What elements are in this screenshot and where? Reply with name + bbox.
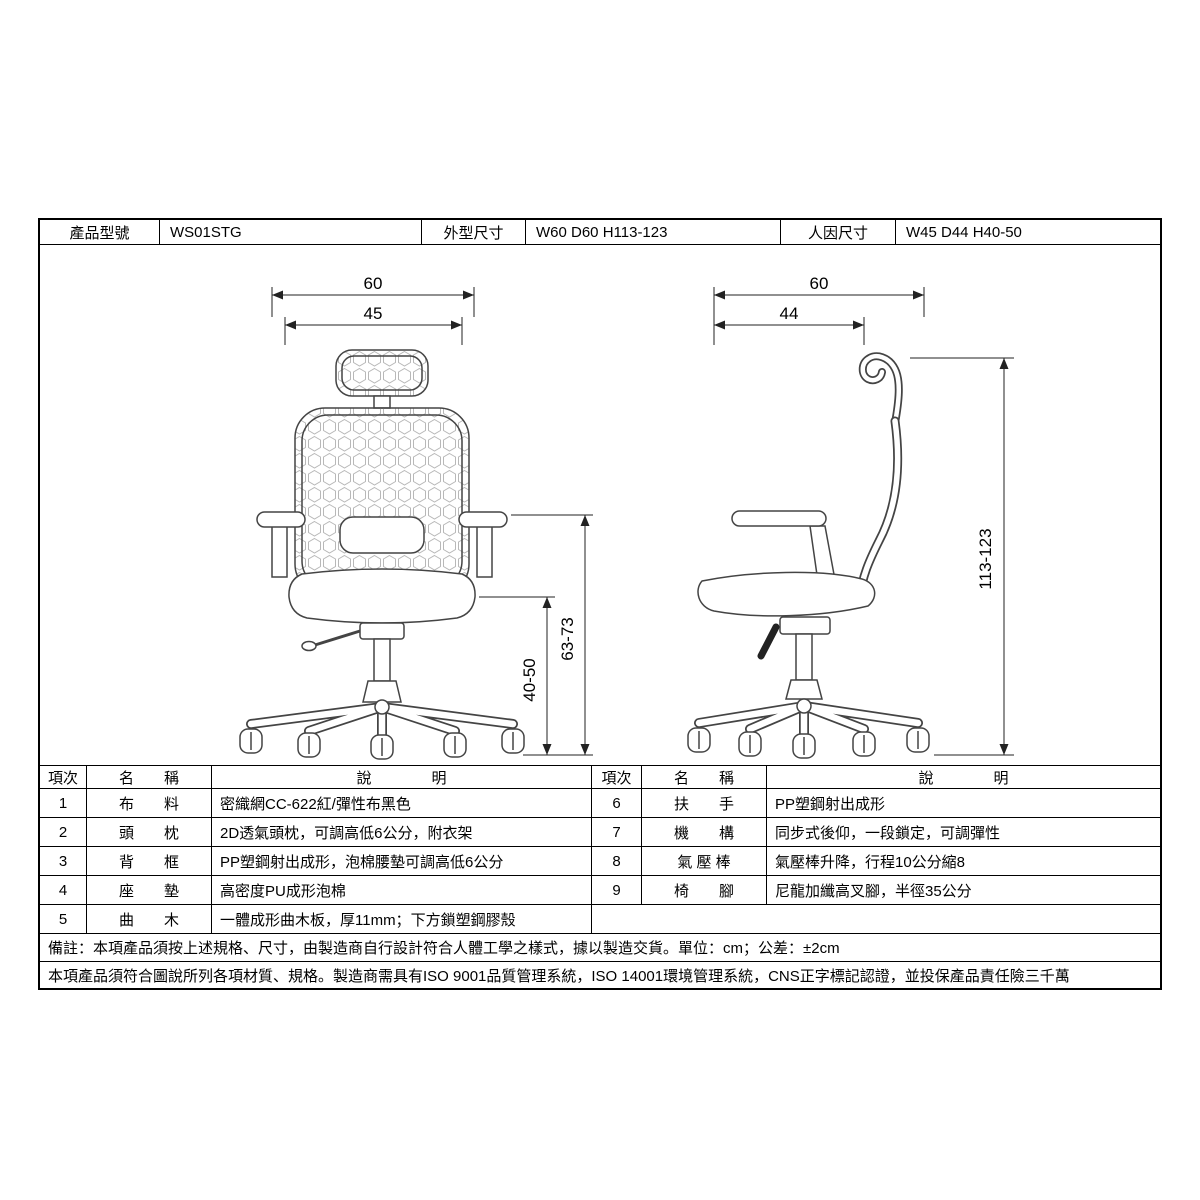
tilt-mechanism xyxy=(779,616,831,635)
col-header-desc-left: 說 明 xyxy=(212,766,592,789)
spec-row-name: 氣 壓 棒 xyxy=(642,847,767,876)
col-header-name-left: 名 稱 xyxy=(87,766,212,789)
drawing-area: 60 45 40-50 63-73 xyxy=(40,245,1160,766)
ergonomic-size-label: 人因尺寸 xyxy=(781,220,896,244)
spec-row-name: 椅 腳 xyxy=(642,876,767,905)
spec-row-name: 頭 枕 xyxy=(87,818,212,847)
spec-row-no: 1 xyxy=(40,789,87,818)
seat-cushion xyxy=(288,568,476,624)
dim-side-seat-depth: 44 xyxy=(780,304,799,323)
spec-row-name: 背 框 xyxy=(87,847,212,876)
spec-table: 項次 名 稱 說 明 項次 名 稱 說 明 1 布 料 密織網CC-622紅/彈… xyxy=(40,766,1160,934)
chair-side xyxy=(687,352,930,759)
note-line-2: 本項產品須符合圖說所列各項材質、規格。製造商需具有ISO 9001品質管理系統，… xyxy=(40,961,1160,988)
dim-front-seat-height: 40-50 xyxy=(520,658,539,701)
spec-row-desc: 密織網CC-622紅/彈性布黑色 xyxy=(212,789,592,818)
tilt-mechanism xyxy=(359,622,405,640)
spec-row-no: 6 xyxy=(592,789,642,818)
front-dimension-lines xyxy=(271,287,593,756)
side-view-drawing: 60 44 113-123 xyxy=(687,274,1014,759)
armrest-left xyxy=(256,511,306,528)
front-view-drawing: 60 45 40-50 63-73 xyxy=(239,274,593,760)
armrest-pad xyxy=(731,510,827,527)
product-model-label: 產品型號 xyxy=(40,220,160,244)
dim-front-armrest-height: 63-73 xyxy=(558,617,577,660)
product-model-value: WS01STG xyxy=(160,220,422,244)
chair-front xyxy=(239,349,525,760)
side-dimension-lines xyxy=(713,287,1014,756)
title-block: 產品型號 WS01STG 外型尺寸 W60 D60 H113-123 人因尺寸 … xyxy=(40,220,1160,245)
spec-row-desc: 2D透氣頭枕，可調高低6公分，附衣架 xyxy=(212,818,592,847)
ergonomic-size-value: W45 D44 H40-50 xyxy=(906,223,1022,241)
spec-row-desc: PP塑鋼射出成形 xyxy=(767,789,1160,818)
gas-lift xyxy=(795,633,813,681)
spec-row-desc: 高密度PU成形泡棉 xyxy=(212,876,592,905)
base-hub xyxy=(374,699,390,715)
spec-row-no: 4 xyxy=(40,876,87,905)
spec-row-empty xyxy=(592,905,1160,934)
spec-row-desc: 尼龍加纖高叉腳，半徑35公分 xyxy=(767,876,1160,905)
spec-row-desc: PP塑鋼射出成形，泡棉腰墊可調高低6公分 xyxy=(212,847,592,876)
spec-row-desc: 同步式後仰，一段鎖定，可調彈性 xyxy=(767,818,1160,847)
spec-row-desc: 一體成形曲木板，厚11mm；下方鎖塑鋼膠殼 xyxy=(212,905,592,934)
armrest-right xyxy=(458,511,508,528)
col-header-desc-right: 說 明 xyxy=(767,766,1160,789)
outer-size-value: W60 D60 H113-123 xyxy=(526,220,781,244)
spec-row-desc: 氣壓棒升降，行程10公分縮8 xyxy=(767,847,1160,876)
spec-sheet: 產品型號 WS01STG 外型尺寸 W60 D60 H113-123 人因尺寸 … xyxy=(38,218,1162,990)
spec-row-name: 扶 手 xyxy=(642,789,767,818)
lumbar-pad xyxy=(339,516,425,554)
spec-row-no: 7 xyxy=(592,818,642,847)
spec-row-no: 3 xyxy=(40,847,87,876)
dim-side-overall-depth: 60 xyxy=(810,274,829,293)
note-line-1: 備註：本項產品須按上述規格、尺寸，由製造商自行設計符合人體工學之樣式，據以製造交… xyxy=(48,940,840,957)
seat-cushion xyxy=(697,571,876,617)
col-header-no-left: 項次 xyxy=(40,766,87,789)
spec-row-name: 布 料 xyxy=(87,789,212,818)
col-header-no-right: 項次 xyxy=(592,766,642,789)
spec-row-no: 8 xyxy=(592,847,642,876)
dim-front-overall-width: 60 xyxy=(364,274,383,293)
outer-size-label: 外型尺寸 xyxy=(422,220,526,244)
dim-front-seat-width: 45 xyxy=(364,304,383,323)
spec-row-no: 9 xyxy=(592,876,642,905)
spec-row-name: 機 構 xyxy=(642,818,767,847)
base-hub xyxy=(796,698,812,714)
gas-lift xyxy=(373,638,391,682)
spec-row-no: 2 xyxy=(40,818,87,847)
notes-block: 備註：本項產品須按上述規格、尺寸，由製造商自行設計符合人體工學之樣式，據以製造交… xyxy=(40,934,1160,988)
spec-row-name: 座 墊 xyxy=(87,876,212,905)
col-header-name-right: 名 稱 xyxy=(642,766,767,789)
backrest-mesh xyxy=(294,407,470,595)
spec-row-name: 曲 木 xyxy=(87,905,212,934)
spec-row-no: 5 xyxy=(40,905,87,934)
dim-side-overall-height: 113-123 xyxy=(976,528,995,589)
adjust-lever xyxy=(757,623,780,660)
lever-knob xyxy=(301,640,317,652)
